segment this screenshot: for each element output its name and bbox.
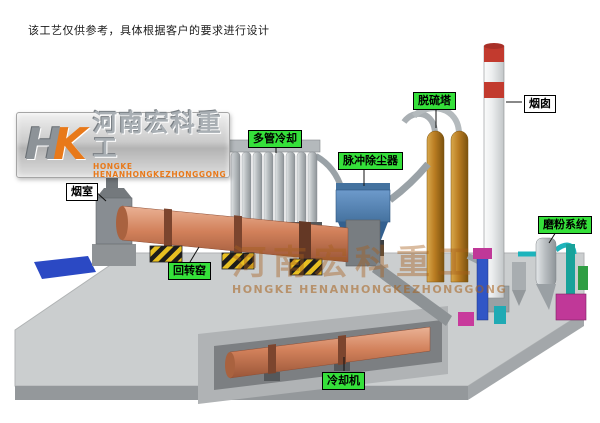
- kiln-hood: [345, 219, 381, 267]
- logo-monogram: H K: [25, 123, 87, 167]
- label-desulfurization-tower: 脱硫塔: [413, 92, 456, 110]
- label-grinding-system: 磨粉系统: [538, 216, 592, 234]
- label-cooler: 冷却机: [322, 372, 365, 390]
- logo-letter-k: K: [52, 119, 87, 170]
- multi-tube-cooler: [226, 139, 322, 259]
- grinding-system: [512, 237, 588, 321]
- logo-letter-h: H: [25, 119, 62, 170]
- bucket-elevator: [473, 248, 492, 321]
- logo-names: 河南宏科重工 HONGKE HENANHONGKEZHONGGONG: [92, 108, 227, 180]
- logo-company-name-cn: 河南宏科重工: [92, 108, 223, 163]
- blue-foundation-slab: [34, 256, 96, 279]
- discharge-conveyor: [372, 262, 452, 326]
- auxiliary-units: [458, 306, 506, 326]
- label-multi-tube-cooler: 多管冷却: [248, 130, 302, 148]
- disclaimer-text: 该工艺仅供参考，具体根据客户的要求进行设计: [28, 24, 270, 37]
- label-pulse-dust-collector: 脉冲除尘器: [338, 152, 403, 170]
- rotary-kiln: [116, 205, 349, 263]
- company-logo: H K 河南宏科重工 HONGKE HENANHONGKEZHONGGONG: [16, 108, 230, 180]
- logo-company-name-en: HONGKE HENANHONGKEZHONGGONG: [92, 162, 227, 180]
- label-chimney: 烟囱: [524, 95, 556, 113]
- kiln-supports: [149, 245, 323, 276]
- label-smoke-chamber: 烟室: [66, 183, 98, 201]
- label-rotary-kiln: 回转窑: [168, 262, 211, 280]
